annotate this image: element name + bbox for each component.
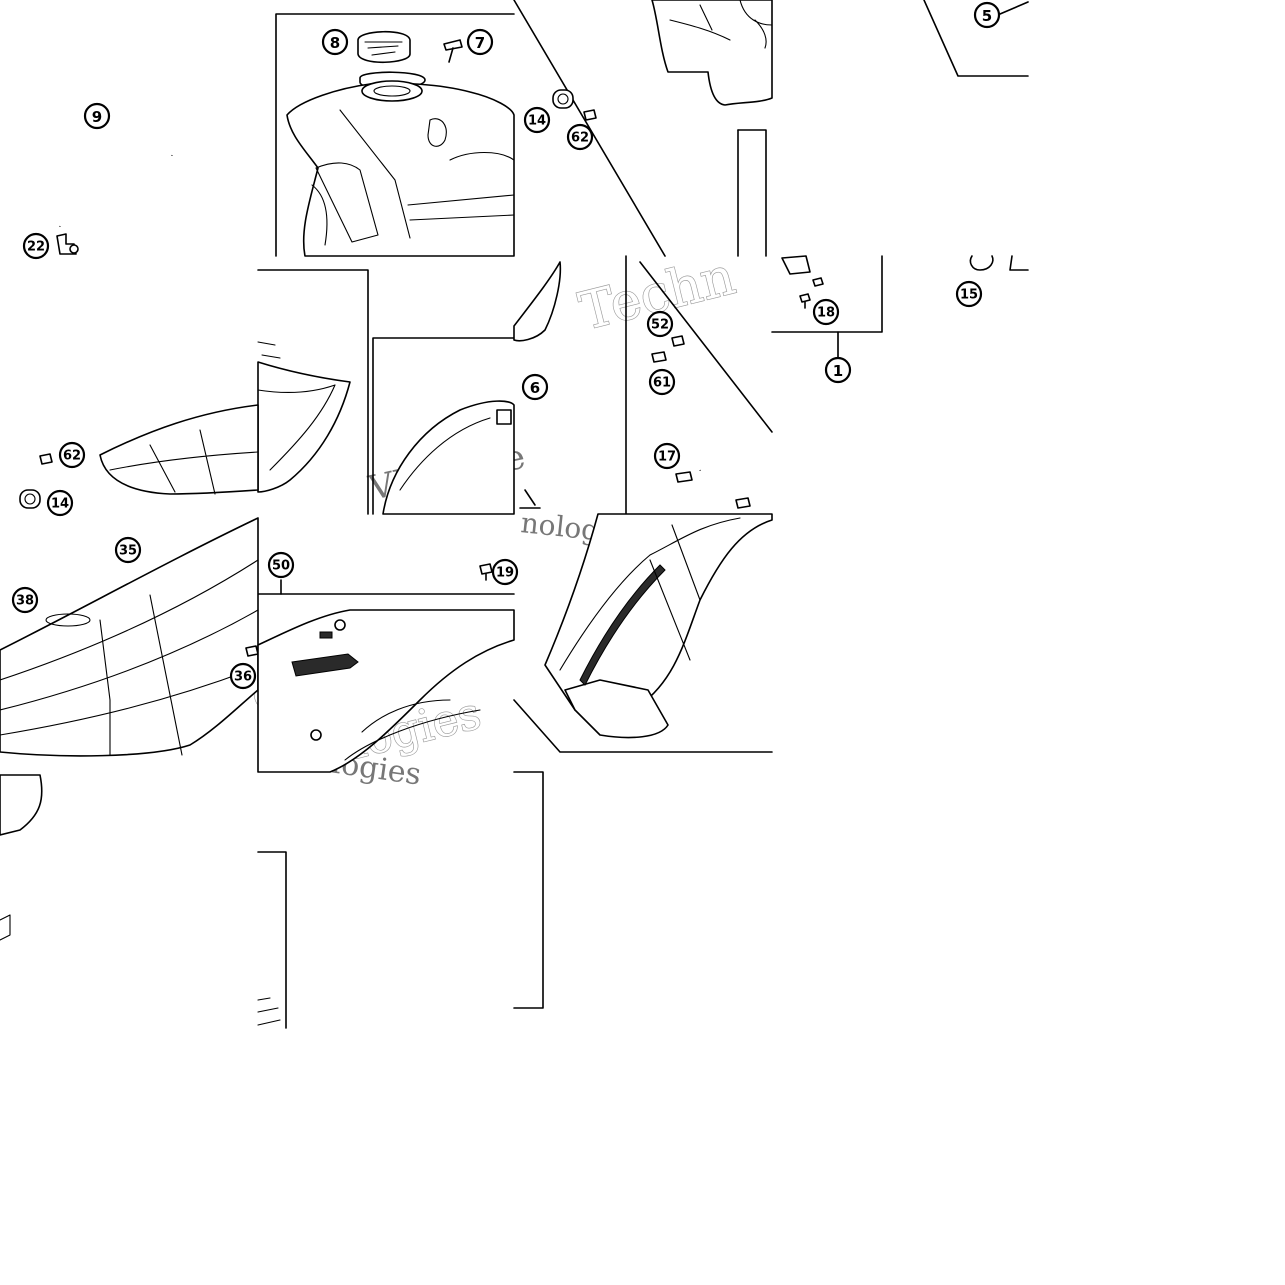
callout-52: 52: [646, 310, 674, 338]
svg-text:14: 14: [528, 114, 546, 129]
callout-35: 35: [114, 536, 142, 564]
tank-shroud-part: [257, 341, 351, 493]
callout-15: 15: [955, 280, 983, 308]
callout-7: 7: [466, 28, 494, 56]
svg-text:61: 61: [653, 376, 671, 391]
callout-19: 19: [491, 558, 519, 586]
svg-text:7: 7: [475, 34, 485, 52]
svg-text:14: 14: [51, 497, 69, 512]
main-seat-part: [0, 517, 259, 757]
svg-text:19: 19: [496, 566, 514, 581]
callout-8: 8: [321, 28, 349, 56]
bolt-part: [39, 453, 53, 465]
fuel-cap-part: [357, 30, 426, 90]
screw-part: [443, 39, 463, 63]
svg-text:15: 15: [960, 288, 978, 303]
bolt-part: [245, 645, 259, 657]
callout-62: 62: [566, 123, 594, 151]
bolt-part: [479, 563, 493, 581]
hook-part: [969, 255, 1029, 271]
seat-base-part: [0, 774, 43, 941]
callout-62: 62: [58, 441, 86, 469]
spacer-part: [552, 89, 574, 109]
bracket-part: [257, 997, 281, 1026]
callout-14: 14: [523, 106, 551, 134]
svg-text:36: 36: [234, 670, 252, 685]
fuel-hose-part: [58, 117, 175, 227]
callout-9: 9: [83, 102, 111, 130]
callout-6: 6: [521, 373, 549, 401]
leader-lines: [837, 1, 1029, 359]
radiator-shroud-part: [513, 261, 562, 342]
callout-5: 5: [973, 1, 1001, 29]
side-number-plate-part: [257, 609, 515, 773]
svg-text:8: 8: [330, 34, 340, 52]
svg-text:22: 22: [27, 240, 45, 255]
seat-shroud-part: [382, 400, 541, 515]
callout-18: 18: [812, 298, 840, 326]
callout-22: 22: [22, 232, 50, 260]
callout-17: 17: [653, 442, 681, 470]
callout-50: 50: [267, 551, 295, 579]
svg-text:62: 62: [571, 131, 589, 146]
callout-38: 38: [11, 586, 39, 614]
hose-fitting-part: [56, 233, 79, 255]
svg-text:6: 6: [530, 379, 540, 397]
clip-part: [781, 255, 824, 309]
svg-text:62: 62: [63, 449, 81, 464]
fuel-tank-part: [286, 80, 515, 257]
svg-text:50: 50: [272, 559, 290, 574]
svg-text:9: 9: [92, 108, 102, 126]
bolt-part: [583, 109, 597, 121]
small-seat-part: [99, 404, 259, 495]
callout-61: 61: [648, 368, 676, 396]
svg-text:38: 38: [16, 594, 34, 609]
side-panel-part: [651, 0, 773, 106]
svg-text:35: 35: [119, 544, 137, 559]
svg-text:1: 1: [833, 362, 843, 380]
callout-14: 14: [46, 489, 74, 517]
spacer-part: [19, 489, 41, 509]
radiator-shroud-part: [544, 513, 773, 739]
svg-text:18: 18: [817, 306, 835, 321]
svg-text:17: 17: [658, 450, 676, 465]
breather-hose-part: [675, 454, 751, 515]
callout-1: 1: [824, 356, 852, 384]
svg-text:52: 52: [651, 318, 669, 333]
bolt-part: [651, 335, 685, 363]
callout-36: 36: [229, 662, 257, 690]
svg-text:5: 5: [982, 7, 992, 25]
